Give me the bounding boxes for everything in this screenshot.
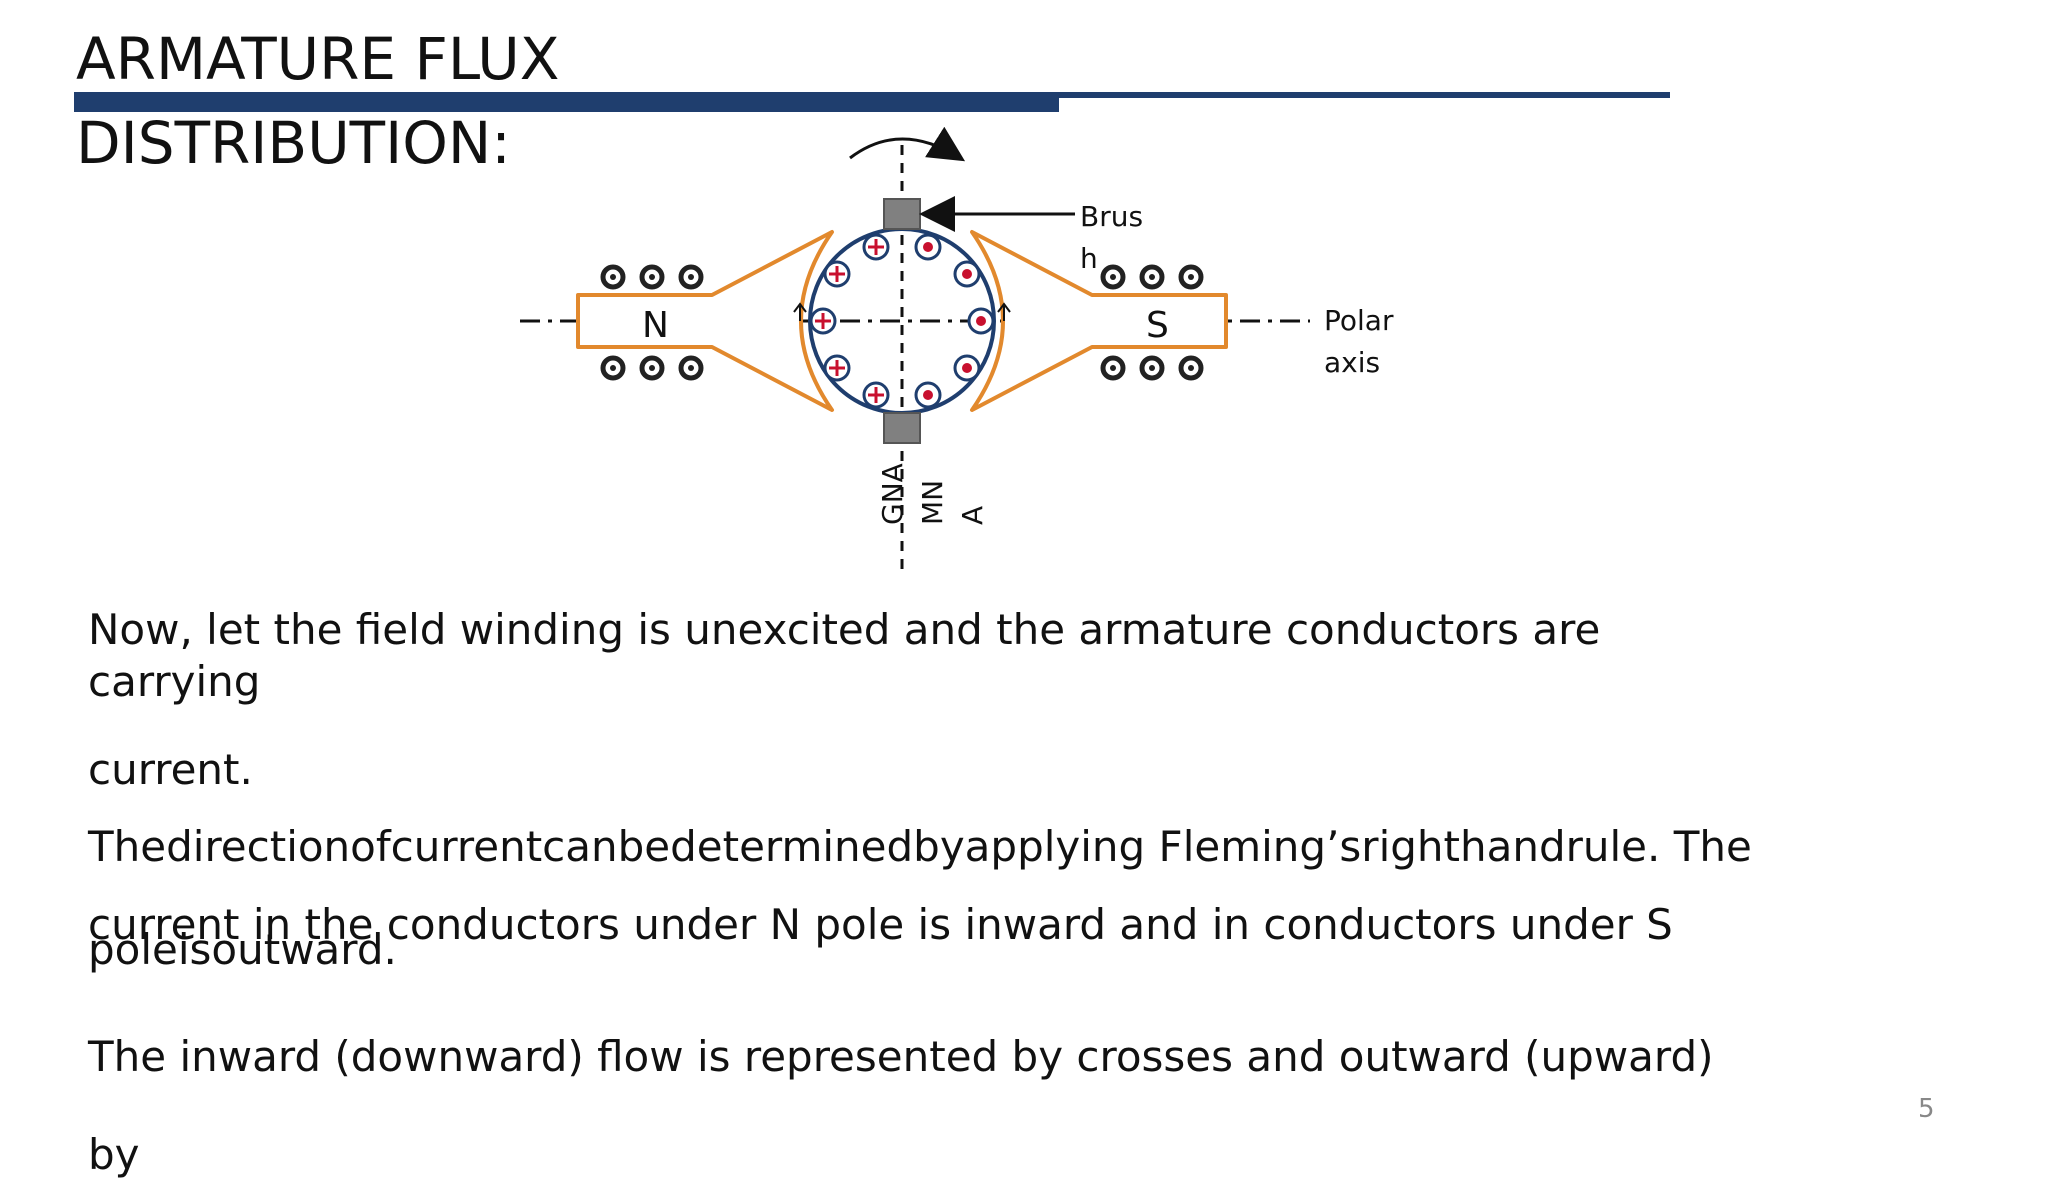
body-line-1: Now, let the field winding is unexcited … — [88, 605, 1601, 654]
brush-label-line-2: h — [1080, 242, 1098, 275]
mna-label-line-1: MN — [916, 480, 949, 525]
mna-label-line-2: A — [956, 506, 989, 525]
top-brush — [883, 198, 921, 230]
page-number: 5 — [1918, 1094, 1935, 1124]
north-field-winding — [600, 264, 704, 381]
north-pole-shape — [576, 230, 834, 412]
slide-title-line-2: DISTRIBUTION: — [76, 109, 511, 177]
flux-arrow-left-icon — [793, 302, 807, 321]
title-underline-thick — [74, 92, 1059, 112]
body-line-5: current in the conductors under N pole i… — [88, 900, 1673, 949]
rotation-arrow-icon — [849, 126, 966, 162]
body-line-6: poleisoutward. — [88, 925, 397, 974]
body-line-4: Thedirectionofcurrentcanbedeterminedbyap… — [88, 822, 1752, 871]
body-line-2: carrying — [88, 657, 261, 706]
slide-title-line-1: ARMATURE FLUX — [76, 25, 560, 93]
bottom-brush — [883, 412, 921, 444]
south-pole-label: S — [1146, 305, 1169, 346]
polar-axis-label-line-1: Polar — [1324, 304, 1394, 337]
body-line-8: by — [88, 1130, 140, 1179]
body-line-3: current. — [88, 745, 253, 794]
polar-axis-label-line-2: axis — [1324, 346, 1380, 379]
armature-flux-diagram: Brus h Polar axis N S GNA MN A — [520, 126, 1394, 575]
south-field-winding — [1100, 264, 1204, 381]
flux-arrow-right-icon — [997, 302, 1011, 321]
body-line-7: The inward (downward) flow is represente… — [88, 1032, 1714, 1081]
dot-marks — [923, 242, 986, 400]
brush-label-line-1: Brus — [1080, 200, 1143, 233]
south-pole-shape — [970, 230, 1228, 412]
cross-marks — [815, 239, 884, 403]
gna-label: GNA — [876, 463, 909, 525]
north-pole-label: N — [642, 305, 669, 346]
